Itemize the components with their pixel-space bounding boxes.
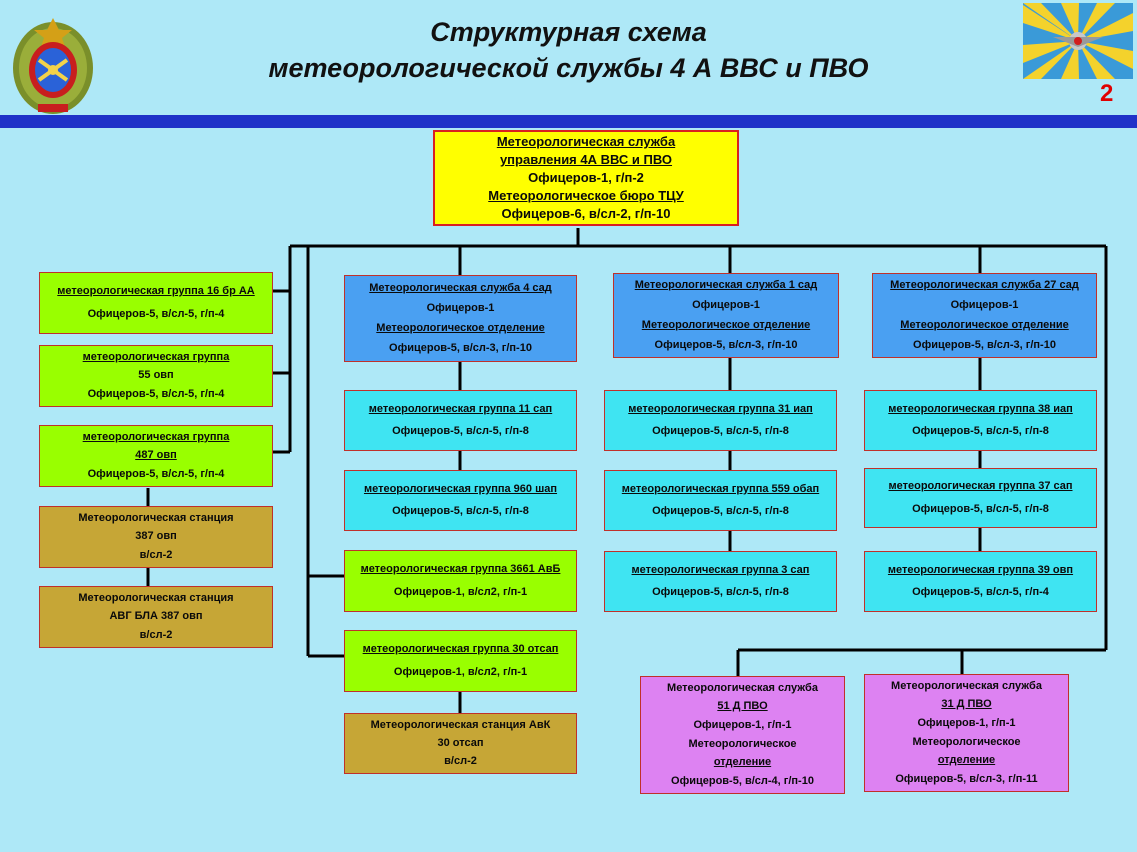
division-27-sad-box: Метеорологическая служба 27 сад Офицеров… bbox=[872, 273, 1097, 358]
group-960-shap-box: метеорологическая группа 960 шап Офицеро… bbox=[344, 470, 577, 531]
hq-meteo-service-box: Метеорологическая служба управления 4А В… bbox=[433, 130, 739, 226]
group-38-iap-title: метеорологическая группа 38 иап bbox=[888, 402, 1073, 415]
pvo-51-d-box: Метеорологическая служба 51 Д ПВО Офицер… bbox=[640, 676, 845, 794]
group-31-iap-title: метеорологическая группа 31 иап bbox=[628, 402, 813, 415]
pvo-31-dept-2: отделение bbox=[937, 754, 996, 767]
left-group-3-staff: Офицеров-5, в/сл-5, г/п-4 bbox=[87, 468, 225, 481]
group-11-sap-box: метеорологическая группа 11 сап Офицеров… bbox=[344, 390, 577, 451]
pvo-31-unit: 31 Д ПВО bbox=[941, 698, 992, 711]
station-avk-unit: 30 отсап bbox=[437, 736, 484, 749]
pvo-51-dept-2: отделение bbox=[713, 756, 772, 769]
division-4-sad-officers: Офицеров-1 bbox=[426, 301, 495, 314]
title-line-1: Структурная схема bbox=[430, 17, 707, 47]
division-27-sad-officers: Офицеров-1 bbox=[950, 299, 1019, 312]
group-3-sap-box: метеорологическая группа 3 сап Офицеров-… bbox=[604, 551, 837, 612]
left-group-487-ovp: метеорологическая группа 487 овп Офицеро… bbox=[39, 425, 273, 487]
pvo-31-officers: Офицеров-1, г/п-1 bbox=[917, 717, 1016, 730]
group-30-otsap-box: метеорологическая группа 30 отсап Офицер… bbox=[344, 630, 577, 692]
group-11-sap-title: метеорологическая группа 11 сап bbox=[368, 402, 553, 415]
left-group-55-ovp: метеорологическая группа 55 овп Офицеров… bbox=[39, 345, 273, 407]
group-38-iap-box: метеорологическая группа 38 иап Офицеров… bbox=[864, 390, 1097, 451]
pvo-51-staff: Офицеров-5, в/сл-4, г/п-10 bbox=[671, 775, 814, 788]
pvo-31-d-box: Метеорологическая служба 31 Д ПВО Офицер… bbox=[864, 674, 1069, 792]
group-3-sap-title: метеорологическая группа 3 сап bbox=[631, 563, 810, 576]
group-39-ovp-box: метеорологическая группа 39 овп Офицеров… bbox=[864, 551, 1097, 612]
left-station-387-ovp: Метеорологическая станция 387 овп в/сл-2 bbox=[39, 506, 273, 568]
hq-line-5: Офицеров-6, в/сл-2, г/п-10 bbox=[501, 206, 671, 221]
group-3661-avb-title: метеорологическая группа 3661 АвБ bbox=[360, 563, 561, 575]
group-37-sap-staff: Офицеров-5, в/сл-5, г/п-8 bbox=[912, 502, 1049, 515]
left-station-2-title: Метеорологическая станция bbox=[78, 591, 234, 604]
left-station-1-unit: 387 овп bbox=[135, 530, 177, 543]
left-station-avg-bla: Метеорологическая станция АВГ БЛА 387 ов… bbox=[39, 586, 273, 648]
air-force-flag-icon bbox=[1023, 3, 1133, 79]
left-group-16-br-aa: метеорологическая группа 16 бр АА Офицер… bbox=[39, 272, 273, 334]
pvo-31-title: Метеорологическая служба bbox=[891, 679, 1042, 692]
pvo-51-officers: Офицеров-1, г/п-1 bbox=[693, 719, 792, 732]
hq-line-1: Метеорологическая служба bbox=[496, 134, 676, 149]
group-31-iap-box: метеорологическая группа 31 иап Офицеров… bbox=[604, 390, 837, 451]
group-31-iap-staff: Офицеров-5, в/сл-5, г/п-8 bbox=[652, 425, 789, 438]
group-37-sap-title: метеорологическая группа 37 сап bbox=[888, 480, 1073, 493]
group-960-shap-staff: Офицеров-5, в/сл-5, г/п-8 bbox=[392, 505, 529, 518]
division-1-sad-title: Метеорологическая служба 1 сад bbox=[634, 279, 818, 292]
division-27-sad-title: Метеорологическая служба 27 сад bbox=[890, 279, 1079, 292]
page-title: Структурная схема метеорологической служ… bbox=[0, 14, 1137, 86]
group-3661-avb-box: метеорологическая группа 3661 АвБ Офицер… bbox=[344, 550, 577, 612]
group-559-obap-box: метеорологическая группа 559 обап Офицер… bbox=[604, 470, 837, 531]
group-37-sap-box: метеорологическая группа 37 сап Офицеров… bbox=[864, 468, 1097, 528]
division-4-sad-title: Метеорологическая служба 4 сад bbox=[369, 281, 552, 294]
pvo-31-staff: Офицеров-5, в/сл-3, г/п-11 bbox=[895, 773, 1038, 786]
page-number: 2 bbox=[1100, 80, 1114, 107]
group-11-sap-staff: Офицеров-5, в/сл-5, г/п-8 bbox=[392, 425, 529, 438]
division-4-sad-staff: Офицеров-5, в/сл-3, г/п-10 bbox=[389, 342, 532, 355]
group-3661-avb-staff: Офицеров-1, в/сл2, г/п-1 bbox=[393, 586, 528, 598]
division-1-sad-officers: Офицеров-1 bbox=[692, 299, 760, 312]
left-group-1-title: метеорологическая группа 16 бр АА bbox=[57, 285, 255, 297]
division-27-sad-dept: Метеорологическое отделение bbox=[900, 318, 1069, 331]
division-1-sad-box: Метеорологическая служба 1 сад Офицеров-… bbox=[613, 273, 839, 358]
group-30-otsap-staff: Офицеров-1, в/сл2, г/п-1 bbox=[393, 666, 528, 678]
air-force-emblem-icon bbox=[13, 18, 93, 114]
group-38-iap-staff: Офицеров-5, в/сл-5, г/п-8 bbox=[912, 425, 1049, 438]
pvo-51-title: Метеорологическая служба bbox=[667, 681, 818, 694]
division-4-sad-box: Метеорологическая служба 4 сад Офицеров-… bbox=[344, 275, 577, 362]
pvo-51-unit: 51 Д ПВО bbox=[717, 700, 768, 713]
group-39-ovp-staff: Офицеров-5, в/сл-5, г/п-4 bbox=[912, 586, 1049, 599]
left-station-1-title: Метеорологическая станция bbox=[78, 511, 234, 524]
title-line-2: метеорологической службы 4 А ВВС и ПВО bbox=[268, 53, 869, 83]
hq-line-4: Метеорологическое бюро ТЦУ bbox=[488, 188, 684, 203]
station-avk-staff: в/сл-2 bbox=[444, 755, 477, 768]
left-station-1-staff: в/сл-2 bbox=[139, 549, 173, 562]
division-1-sad-dept: Метеорологическое отделение bbox=[641, 318, 811, 331]
group-960-shap-title: метеорологическая группа 960 шап bbox=[363, 482, 558, 495]
station-avk-30-otsap-box: Метеорологическая станция АвК 30 отсап в… bbox=[344, 713, 577, 774]
left-station-2-staff: в/сл-2 bbox=[139, 629, 173, 642]
division-4-sad-dept: Метеорологическое отделение bbox=[376, 322, 545, 335]
group-559-obap-title: метеорологическая группа 559 обап bbox=[621, 482, 820, 495]
left-station-2-unit: АВГ БЛА 387 овп bbox=[109, 610, 203, 623]
header-divider-bar bbox=[0, 115, 1137, 128]
group-39-ovp-title: метеорологическая группа 39 овп bbox=[887, 563, 1074, 576]
left-group-1-staff: Офицеров-5, в/сл-5, г/п-4 bbox=[87, 308, 225, 320]
group-559-obap-staff: Офицеров-5, в/сл-5, г/п-8 bbox=[652, 505, 789, 518]
division-1-sad-staff: Офицеров-5, в/сл-3, г/п-10 bbox=[654, 338, 798, 351]
hq-line-2: управления 4А ВВС и ПВО bbox=[499, 152, 673, 167]
pvo-51-dept-1: Метеорологическое bbox=[688, 737, 797, 750]
pvo-31-dept-1: Метеорологическое bbox=[912, 735, 1021, 748]
group-30-otsap-title: метеорологическая группа 30 отсап bbox=[362, 643, 559, 655]
left-group-3-title: метеорологическая группа bbox=[82, 430, 230, 443]
station-avk-title: Метеорологическая станция АвК bbox=[370, 718, 551, 731]
left-group-2-unit: 55 овп bbox=[138, 369, 174, 382]
left-group-2-staff: Офицеров-5, в/сл-5, г/п-4 bbox=[87, 388, 225, 401]
left-group-3-unit: 487 овп bbox=[135, 449, 177, 462]
group-3-sap-staff: Офицеров-5, в/сл-5, г/п-8 bbox=[652, 586, 789, 599]
hq-line-3: Офицеров-1, г/п-2 bbox=[528, 170, 644, 185]
division-27-sad-staff: Офицеров-5, в/сл-3, г/п-10 bbox=[913, 338, 1056, 351]
left-group-2-title: метеорологическая группа bbox=[82, 350, 230, 363]
